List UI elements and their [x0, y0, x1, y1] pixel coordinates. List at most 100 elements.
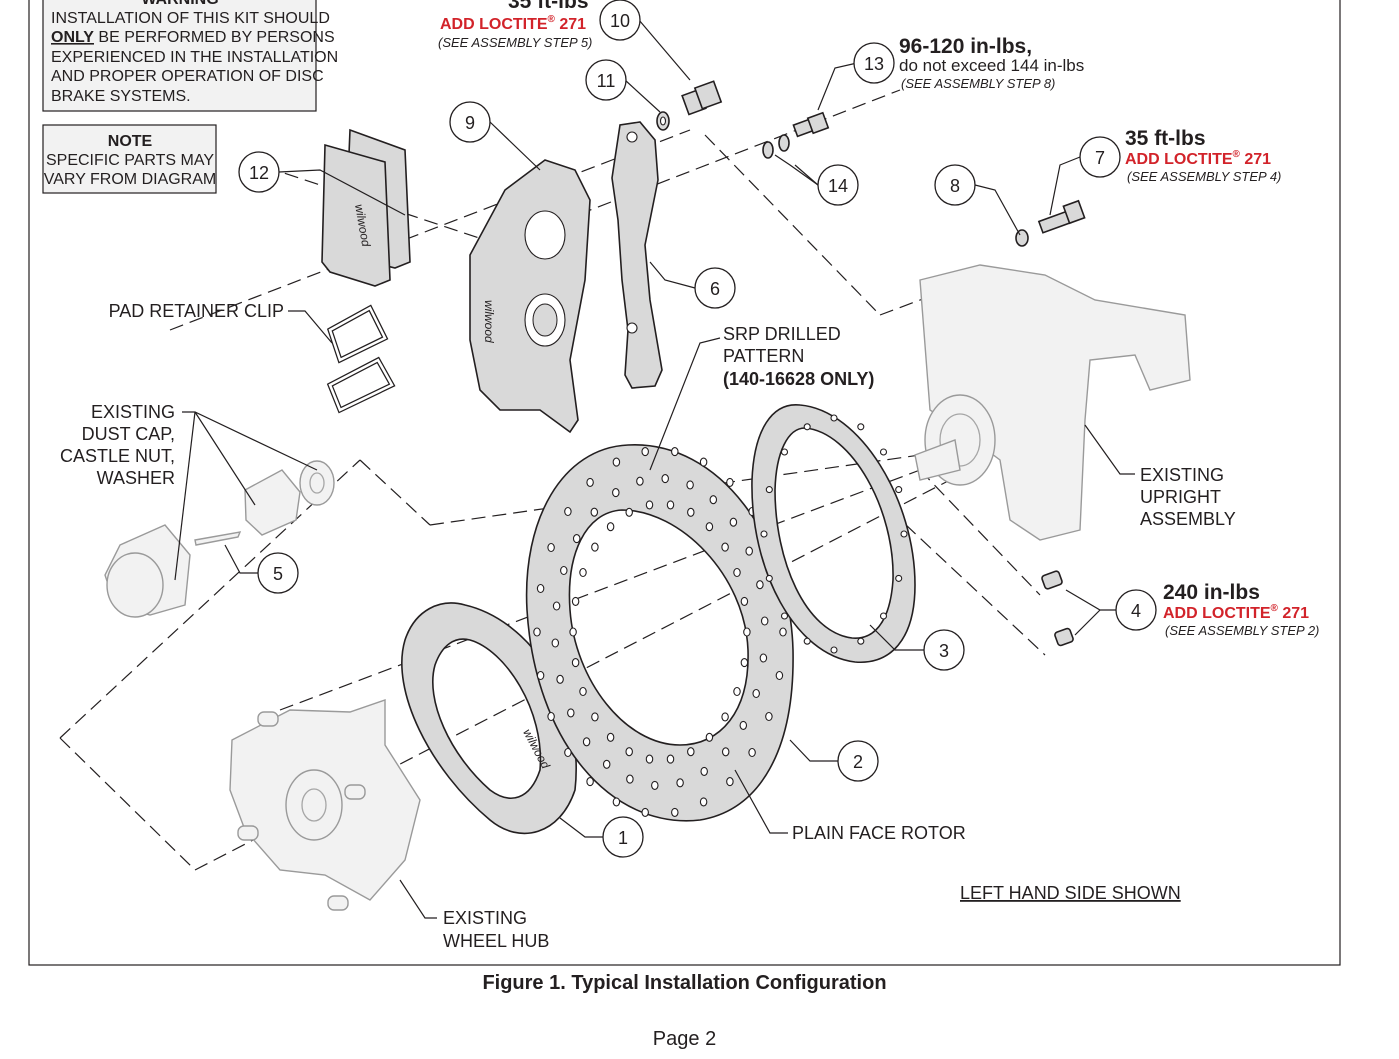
- rotor-drill-hole: [733, 567, 741, 578]
- torque-value: 35 ft-lbs: [508, 0, 589, 13]
- ring-hole: [830, 646, 838, 654]
- torque-value: 96-120 in-lbs,: [899, 35, 1032, 58]
- callout-11: 11: [585, 59, 627, 101]
- rotor-drill-hole: [567, 708, 575, 718]
- note-box: NOTE SPECIFIC PARTS MAY VARY FROM DIAGRA…: [42, 124, 217, 194]
- rotor-drill-hole: [536, 583, 545, 594]
- rotor-drill-hole: [591, 542, 599, 552]
- torque-spec-part-13: 96-120 in-lbs, do not exceed 144 in-lbs …: [899, 35, 1084, 91]
- svg-text:1: 1: [618, 828, 628, 848]
- torque-spec-part-7: 35 ft-lbs ADD LOCTITE® 271 (SEE ASSEMBLY…: [1125, 127, 1281, 184]
- rotor-drill-hole: [572, 534, 581, 544]
- assembly-step-ref: (SEE ASSEMBLY STEP 2): [1165, 623, 1319, 638]
- rotor-drill-hole: [676, 778, 684, 788]
- svg-text:14: 14: [828, 176, 848, 196]
- ring-hole: [857, 423, 865, 431]
- rotor-drill-hole: [779, 627, 787, 637]
- rotor-drill-hole: [582, 737, 591, 747]
- washer-8: [1015, 229, 1029, 247]
- svg-text:EXISTING: EXISTING: [1140, 465, 1224, 485]
- note-line-1: SPECIFIC PARTS MAY: [46, 152, 214, 169]
- rotor-drill-hole: [699, 797, 708, 807]
- caliper-bracket: [611, 121, 663, 389]
- svg-text:5: 5: [273, 564, 283, 584]
- rotor-drill-hole: [579, 686, 587, 697]
- rotor-drill-hole: [606, 732, 615, 742]
- callout-1: 1: [602, 816, 644, 858]
- drilled-rotor: [525, 444, 794, 822]
- rotor-drill-hole: [740, 596, 749, 606]
- svg-text:(140-16628 ONLY): (140-16628 ONLY): [723, 369, 874, 389]
- svg-text:DUST CAP,: DUST CAP,: [82, 424, 175, 444]
- ring-hole: [857, 637, 865, 645]
- ring-hole: [895, 574, 903, 582]
- label-left-hand-side-shown: LEFT HAND SIDE SHOWN: [960, 883, 1181, 903]
- rotor-drill-hole: [547, 542, 555, 553]
- callout-12: 12: [238, 151, 280, 193]
- ring-hole: [803, 637, 811, 645]
- rotor-drill-hole: [626, 774, 634, 784]
- rotor-drill-hole: [590, 507, 599, 517]
- rotor-drill-hole: [586, 777, 594, 787]
- note-title: NOTE: [108, 133, 153, 150]
- rotor-drill-hole: [636, 476, 644, 486]
- rotor-drill-hole: [756, 580, 764, 590]
- rotor-drill-hole: [591, 712, 599, 722]
- pad-retainer-clips: [326, 304, 396, 414]
- label-plain-face-rotor: PLAIN FACE ROTOR: [792, 823, 966, 843]
- rotor-drill-hole: [705, 732, 714, 742]
- rotor-drill-hole: [726, 777, 734, 787]
- rotor-drill-hole: [699, 457, 708, 467]
- rotor-drill-hole: [625, 507, 633, 517]
- svg-text:CASTLE NUT,: CASTLE NUT,: [60, 446, 175, 466]
- rotor-drill-hole: [625, 747, 633, 757]
- loctite-note: ADD LOCTITE® 271: [1125, 149, 1271, 168]
- rotor-drill-hole: [729, 517, 738, 527]
- rotor-drill-hole: [564, 747, 572, 758]
- svg-text:SRP DRILLED: SRP DRILLED: [723, 324, 841, 344]
- rotor-shim-ring: [751, 404, 916, 663]
- rotor-drill-hole: [759, 653, 768, 663]
- rotor-drill-hole: [700, 766, 708, 776]
- ring-hole: [780, 448, 789, 456]
- rotor-drill-hole: [564, 506, 572, 517]
- rotor-drill-hole: [666, 754, 675, 764]
- ring-hole: [895, 486, 903, 494]
- callout-9: 9: [449, 101, 491, 143]
- assembly-step-ref: (SEE ASSEMBLY STEP 5): [438, 35, 592, 50]
- bolt-10: [681, 80, 723, 116]
- rotor-drill-hole: [612, 488, 620, 498]
- rotor-drill-hole: [743, 627, 751, 637]
- loctite-note: ADD LOCTITE® 271: [440, 14, 586, 33]
- rotor-drill-hole: [705, 522, 714, 532]
- rotor-drill-hole: [571, 596, 580, 606]
- rotor-drill-hole: [745, 546, 753, 556]
- torque-value: 240 in-lbs: [1163, 581, 1260, 604]
- ring-holes: [760, 414, 908, 654]
- ring-hole: [760, 530, 768, 538]
- rotor-drill-hole: [671, 447, 679, 457]
- svg-text:13: 13: [864, 54, 884, 74]
- rotor-drill-hole: [752, 688, 760, 699]
- warning-title: WARNING: [141, 0, 218, 8]
- rotor-drill-hole: [612, 457, 621, 467]
- callout-14: 14: [817, 164, 859, 206]
- callout-10: 10: [599, 0, 641, 41]
- torque-limit-note: do not exceed 144 in-lbs: [899, 56, 1084, 75]
- leader-lines: [174, 19, 1135, 919]
- callout-8: 8: [934, 164, 976, 206]
- page-number: Page 2: [652, 1028, 717, 1050]
- rotor-drill-hole: [740, 658, 749, 668]
- callout-7: 7: [1079, 136, 1121, 178]
- existing-upright-assembly: [914, 264, 1191, 541]
- rotor-drill-hole: [671, 807, 679, 817]
- warning-line-1: INSTALLATION OF THIS KIT SHOULD: [51, 10, 330, 27]
- rotor-drill-hole: [721, 542, 729, 552]
- bolts-4: [1041, 570, 1074, 647]
- callout-5: 5: [257, 552, 299, 594]
- brake-pads: wilwood: [321, 128, 411, 287]
- callout-3: 3: [923, 629, 965, 671]
- ring-hole: [879, 612, 888, 620]
- warning-box: WARNING INSTALLATION OF THIS KIT SHOULD …: [42, 0, 338, 112]
